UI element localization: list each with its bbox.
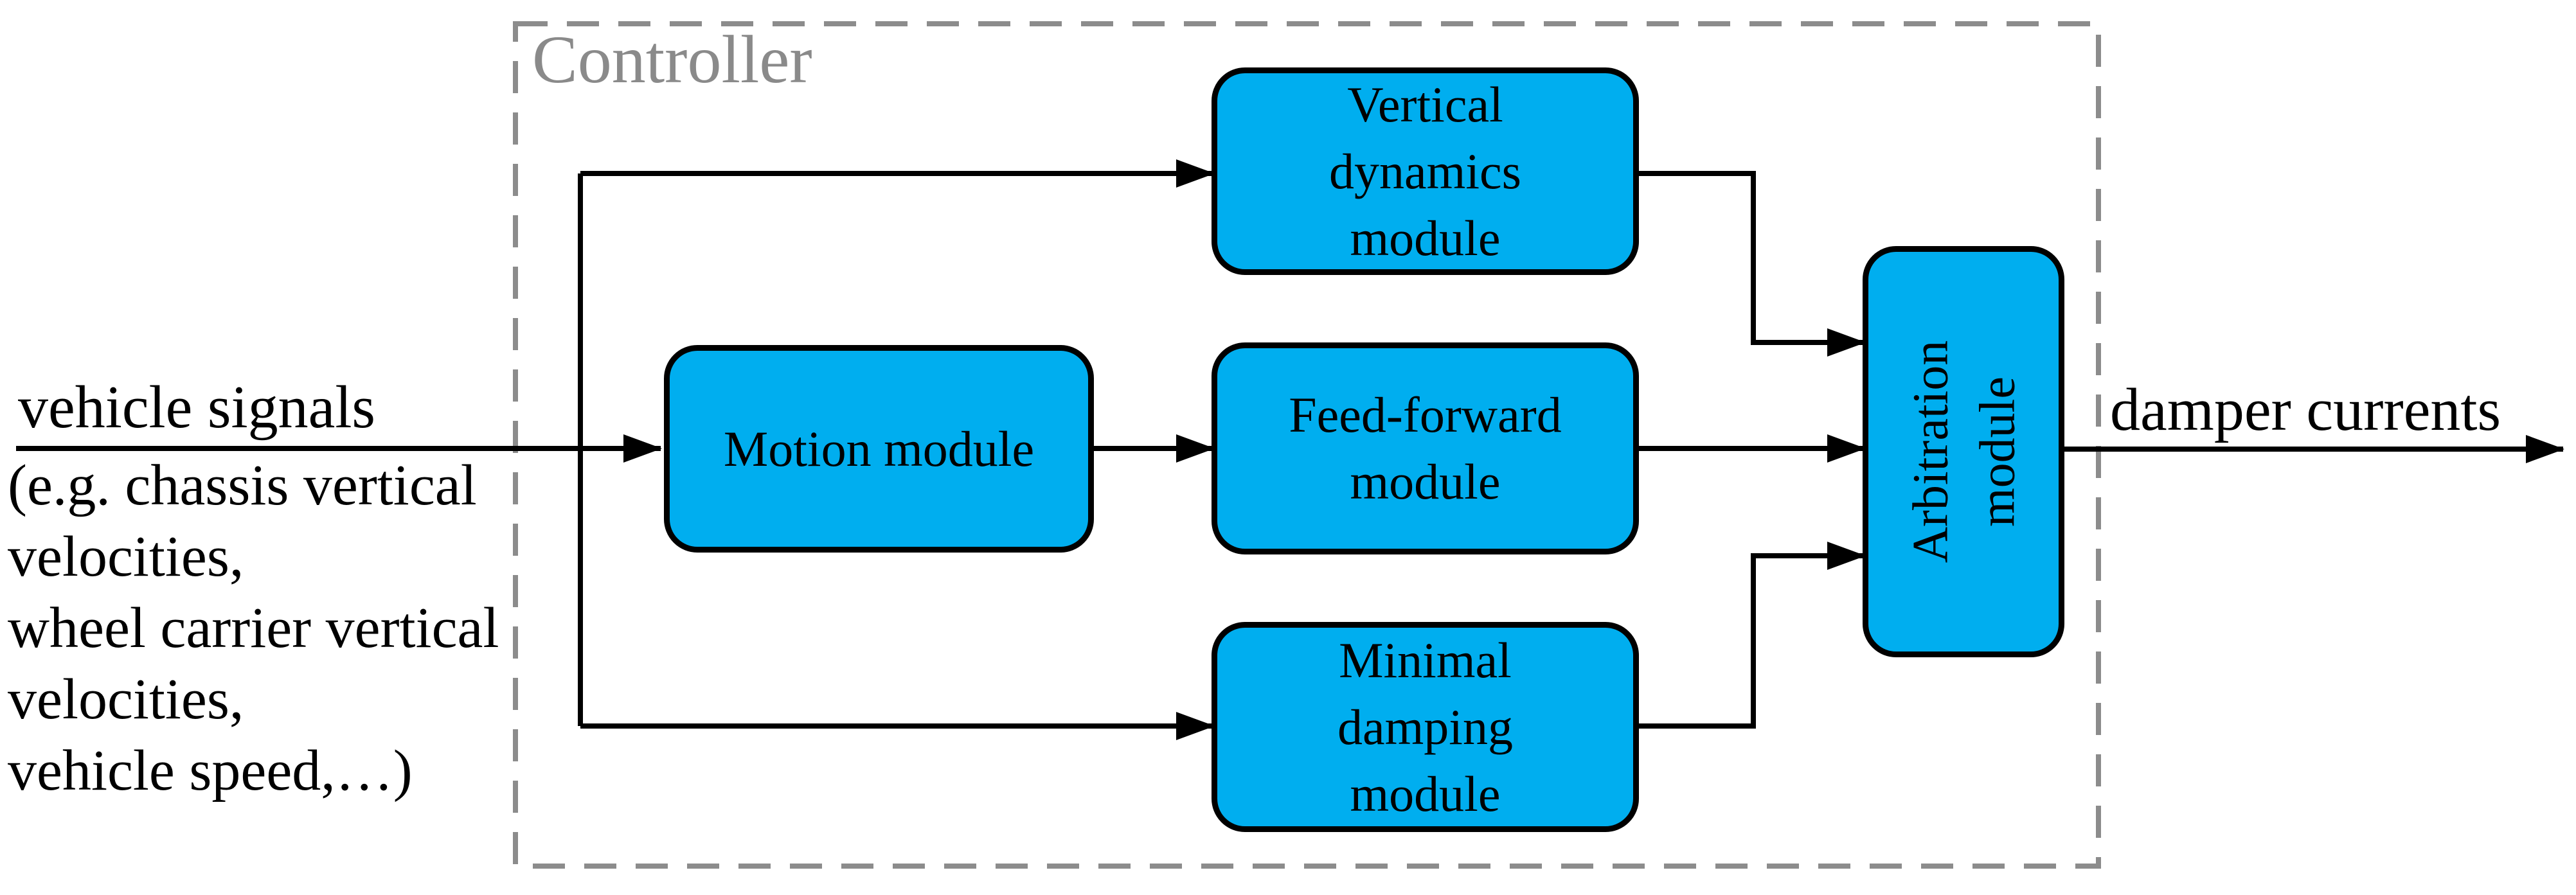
controller-boundary: [513, 21, 2101, 869]
module-vertical-dynamics: Vertical dynamics module: [1212, 67, 1639, 275]
module-motion-label: Motion module: [723, 420, 1035, 477]
minimaldamping-to-arbitration-arrow: [1639, 542, 1866, 729]
module-motion: Motion module: [664, 345, 1094, 553]
module-arbitration: Arbitration module: [1863, 246, 2064, 657]
module-arbitration-label: Arbitration module: [1902, 340, 2025, 563]
module-minimal-damping: Minimal damping module: [1212, 622, 1639, 832]
module-vertical-dynamics-label: Vertical dynamics module: [1329, 76, 1521, 266]
module-feed-forward: Feed-forward module: [1212, 342, 1639, 554]
module-minimal-damping-label: Minimal damping module: [1337, 632, 1513, 822]
controller-label: Controller: [532, 22, 812, 97]
vehicle-signals-label: vehicle signals: [18, 374, 376, 441]
vehicle-signals-examples: (e.g. chassis vertical velocities, wheel…: [8, 454, 499, 802]
damper-currents-label: damper currents: [2110, 377, 2501, 443]
module-feed-forward-label: Feed-forward module: [1289, 387, 1562, 510]
verticaldynamics-to-arbitration-arrow: [1639, 171, 1866, 357]
